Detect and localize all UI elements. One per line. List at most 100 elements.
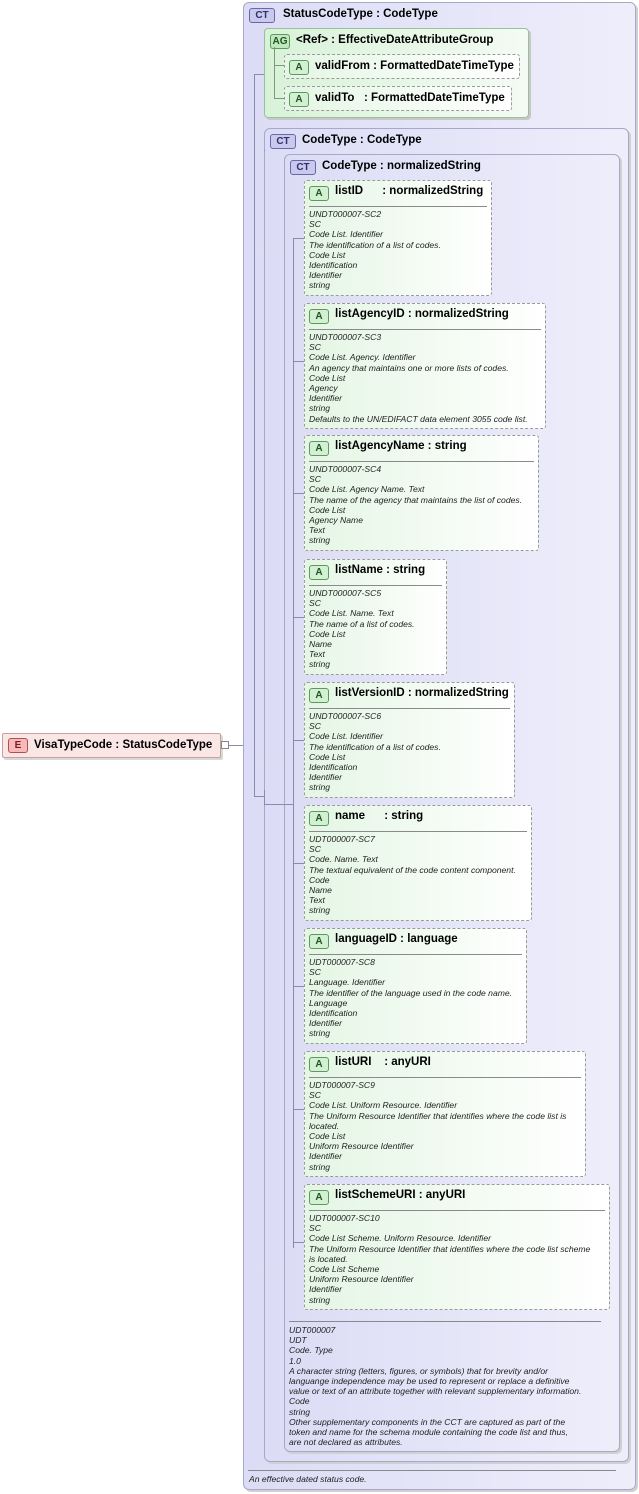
doc-separator [309,954,522,955]
doc-line: Uniform Resource Identifier [309,1274,414,1285]
element-name-text: VisaTypeCode [34,739,113,751]
doc-separator [309,329,541,330]
attribute-title: name : string [335,810,424,822]
attribute-icon: A [309,1190,329,1205]
doc-line: SC [309,219,321,230]
doc-line: Code List [309,628,346,639]
doc-line: Name [309,639,332,650]
doc-line: Code List. Identifier [309,731,384,742]
element-tag-icon: E [8,738,28,753]
doc-line: Code List Scheme [309,1264,380,1275]
connector [229,745,254,746]
connector [264,790,265,805]
doc-line: Other supplementary components in the CC… [289,1416,566,1427]
complex-type-icon: CT [270,134,296,149]
doc-line: Code [289,1396,310,1407]
connector [293,238,294,1248]
element-name: VisaTypeCode : StatusCodeType [34,739,212,751]
doc-line: SC [309,598,321,609]
connector [293,986,304,987]
doc-line: An agency that maintains one or more lis… [309,362,509,373]
expand-toggle-icon[interactable] [221,741,229,749]
doc-line: string [309,905,331,916]
doc-line: Uniform Resource Identifier [309,1141,414,1152]
complex-type-icon: CT [249,8,275,23]
doc-line: SC [309,1090,321,1101]
doc-line: UNDT000007-SC2 [309,209,382,219]
doc-line: Code List [309,504,346,515]
connector [293,1109,304,1110]
element-type: StatusCodeType [122,739,213,751]
doc-line: value or text of an attribute together w… [289,1386,582,1397]
doc-line: 1.0 [289,1355,301,1366]
doc-line: string [309,535,331,546]
attribute-valid-to[interactable]: A validTo : FormattedDateTimeType [284,86,512,111]
doc-line: Identifier [309,1284,342,1295]
attribute-icon: A [309,565,329,580]
attribute-icon: A [309,1057,329,1072]
doc-line: string [309,1294,331,1305]
doc-line: languange independence may be used to re… [289,1376,570,1387]
doc-separator [289,1321,601,1322]
doc-line: A character string (letters, figures, or… [289,1365,549,1376]
doc-line: The identification of a list of codes. [309,741,441,752]
doc-line: SC [309,1223,321,1234]
connector [293,493,304,494]
doc-line: Identifier [309,1018,342,1029]
connector [293,617,304,618]
connector [293,361,304,362]
element-visa-type-code[interactable]: E VisaTypeCode : StatusCodeType [2,733,221,758]
connector [254,796,264,797]
status-type-doc: An effective dated status code. [249,1474,367,1484]
code-type-title: CodeType : CodeType [302,134,422,146]
doc-line: Text [309,525,325,536]
doc-line: UNDT000007-SC4 [309,464,382,474]
doc-line: string [309,1028,331,1039]
status-type-title: StatusCodeType : CodeType [283,8,438,20]
doc-line: are not declared as attributes. [289,1437,403,1448]
attribute-title: listSchemeURI : anyURI [335,1189,466,1201]
doc-separator [309,206,487,207]
doc-line: Code List [309,372,346,383]
attribute-valid-from[interactable]: A validFrom : FormattedDateTimeType [284,54,520,79]
doc-line: SC [309,474,321,485]
doc-line: The name of a list of codes. [309,618,415,629]
doc-separator [309,1077,581,1078]
doc-line: UDT [289,1335,307,1346]
attribute-icon: A [309,688,329,703]
doc-line: SC [309,844,321,855]
doc-line: UDT000007-SC8 [309,957,375,967]
doc-line: Code List. Uniform Resource. Identifier [309,1100,458,1111]
doc-line: The identifier of the language used in t… [309,987,513,998]
doc-line: string [309,1161,331,1172]
doc-line: Identification [309,1008,358,1019]
doc-separator [309,708,510,709]
attribute-title: listName : string [335,564,426,576]
doc-line: UDT000007-SC9 [309,1080,375,1090]
connector [293,1242,304,1243]
doc-line: Code [309,874,330,885]
doc-line: Identifier [309,393,342,404]
attribute-icon: A [289,60,309,75]
doc-line: Identification [309,762,358,773]
attribute-icon: A [289,92,309,107]
connector [254,74,255,796]
connector [254,74,264,75]
doc-line: Code. Name. Text [309,854,378,865]
doc-line: token and name for the schema module con… [289,1427,568,1438]
